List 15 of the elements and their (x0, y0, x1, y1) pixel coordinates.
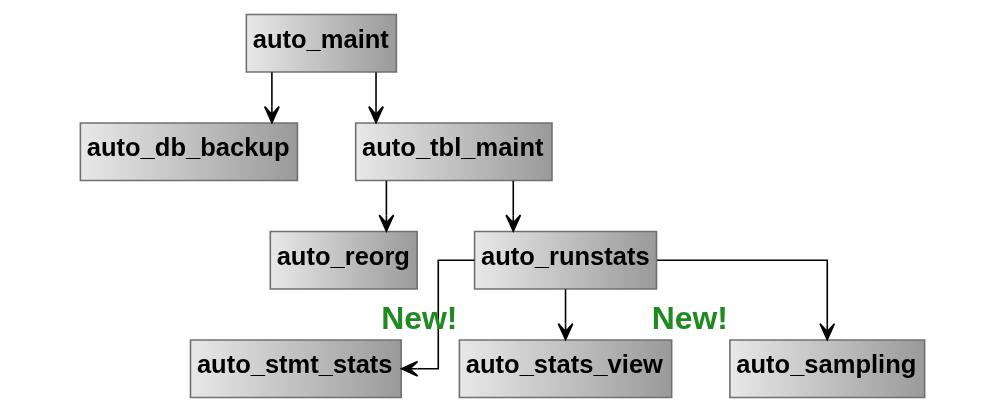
node-box: auto_reorg (269, 230, 418, 290)
arrow (368, 71, 384, 124)
arrow (263, 71, 280, 124)
node-box: auto_stmt_stats (189, 339, 402, 399)
node-box: auto_maint (245, 13, 398, 73)
node-box: auto_db_backup (79, 122, 299, 182)
arrow (378, 180, 395, 232)
arrow (656, 259, 836, 341)
arrow (505, 180, 522, 232)
node-box: auto_runstats (473, 230, 658, 290)
node-box: auto_tbl_maint (354, 122, 553, 182)
node-label: New! (651, 299, 728, 336)
node-box: auto_stats_view (458, 339, 673, 399)
node-box: auto_sampling (729, 339, 926, 399)
arrow (557, 288, 574, 341)
